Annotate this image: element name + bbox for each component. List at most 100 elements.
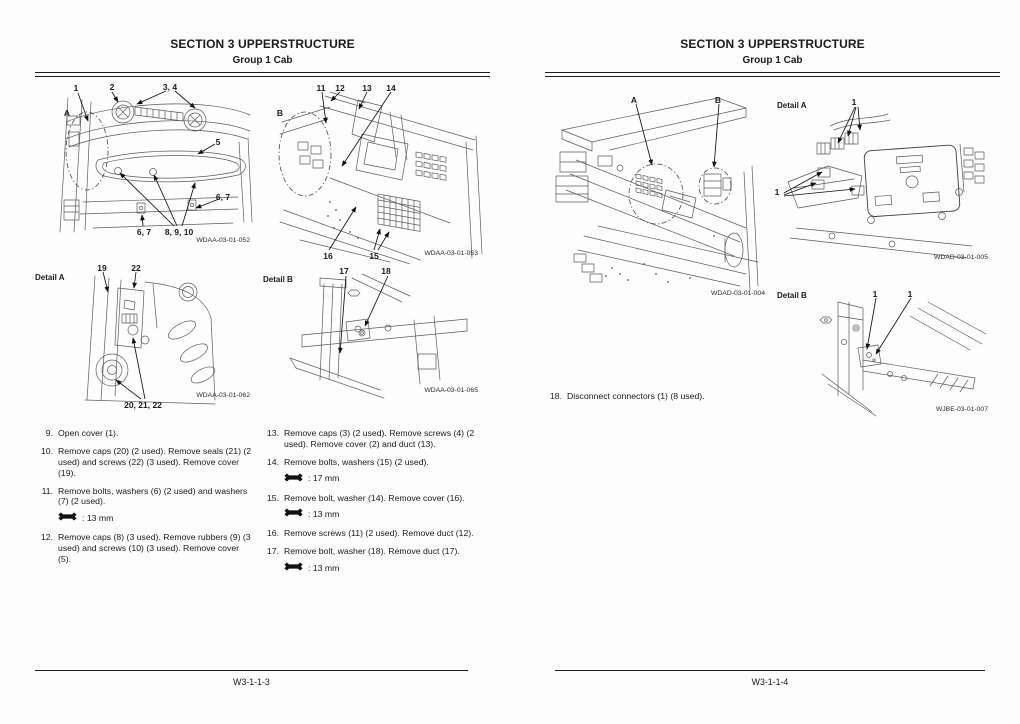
- wrench-note: : 13 mm: [284, 562, 486, 574]
- callout-1-a: 1: [872, 289, 878, 299]
- step-text: Disconnect connectors (1) (8 used).: [567, 391, 705, 401]
- figure-detail-a-left: Detail A 19 22 20, 21, 22 WDAA-03-01-062: [33, 258, 255, 410]
- step-text: Remove bolts, washers (15) (2 used).: [284, 456, 429, 467]
- wrench-note: : 13 mm: [284, 508, 486, 520]
- engine-deck-drawing: [555, 97, 759, 291]
- step-text: Remove screws (11) (2 used). Remove duct…: [284, 528, 474, 539]
- callout-1-b: 1: [907, 289, 913, 299]
- page-number-left: W3-1-1-3: [233, 677, 270, 687]
- page-left-header: SECTION 3 UPPERSTRUCTURE Group 1 Cab: [35, 37, 490, 77]
- callout-16: 16: [323, 251, 333, 261]
- callout-6-7-right: 6, 7: [215, 192, 231, 202]
- step-9: 9. Open cover (1).: [36, 428, 252, 439]
- step-text: Open cover (1).: [58, 428, 119, 438]
- page-number-right: W3-1-1-4: [751, 677, 789, 687]
- detail-a-drawing: [84, 271, 216, 405]
- callout-B: B: [714, 95, 722, 105]
- step-10: 10. Remove caps (20) (2 used). Remove se…: [36, 446, 252, 479]
- callout-2: 2: [109, 82, 115, 92]
- callout-1-left: 1: [774, 187, 780, 197]
- callout-A: A: [63, 108, 71, 118]
- callout-18: 18: [381, 266, 391, 276]
- wrench-size: : 13 mm: [82, 512, 114, 523]
- section-title: SECTION 3 UPPERSTRUCTURE: [170, 37, 355, 51]
- cab-rear-drawing: [59, 90, 253, 233]
- header-rule: [545, 72, 1000, 77]
- figure-detail-b-right: Detail B 1 1 WJBE-03-01-007: [770, 286, 995, 419]
- step-12: 12. Remove caps (8) (3 used). Remove rub…: [36, 532, 252, 565]
- callout-A: A: [630, 95, 638, 105]
- step-number: 12.: [40, 532, 53, 543]
- callout-B: B: [276, 108, 284, 118]
- step-number: 18.: [549, 391, 562, 401]
- wrench-size: : 13 mm: [308, 562, 340, 573]
- callout-3-4: 3, 4: [162, 82, 178, 92]
- wrench-icon: [284, 562, 303, 574]
- step-number: 13.: [266, 428, 279, 438]
- callout-11: 11: [316, 83, 326, 93]
- detail-label: Detail B: [263, 275, 293, 284]
- figure-code: WDAA-03-01-065: [424, 387, 478, 394]
- step-16: 16. Remove screws (11) (2 used). Remove …: [262, 528, 486, 539]
- wrench-size: : 17 mm: [308, 473, 340, 484]
- step-text: Remove caps (3) (2 used). Remove screws …: [284, 428, 475, 449]
- cab-floor-drawing: [278, 91, 483, 264]
- callout-19: 19: [97, 263, 107, 273]
- step-15: 15. Remove bolt, washer (14). Remove cov…: [262, 493, 486, 504]
- wrench-icon: [284, 473, 303, 485]
- section-title: SECTION 3 UPPERSTRUCTURE: [680, 37, 865, 51]
- step-number: 16.: [266, 528, 279, 539]
- detail-b-drawing: [289, 273, 468, 399]
- step-number: 17.: [266, 546, 279, 557]
- wrench-icon: [284, 508, 303, 520]
- figure-code: WDAA-03-01-053: [424, 250, 478, 257]
- figure-engine-deck: A B WDAD-03-01-004: [548, 86, 768, 300]
- callout-20-21-22: 20, 21, 22: [124, 400, 162, 410]
- callout-22: 22: [131, 263, 141, 273]
- step-14: 14. Remove bolts, washers (15) (2 used).: [262, 457, 486, 468]
- wrench-size: : 13 mm: [308, 508, 340, 519]
- connector-box-drawing: [783, 106, 985, 259]
- figure-code: WDAA-03-01-052: [196, 237, 250, 244]
- steps-column-2: 13. Remove caps (3) (2 used). Remove scr…: [262, 428, 486, 582]
- steps-column-1: 9. Open cover (1). 10. Remove caps (20) …: [36, 428, 252, 572]
- wrench-icon: [58, 512, 77, 524]
- callout-12: 12: [335, 83, 345, 93]
- step-18: 18. Disconnect connectors (1) (8 used).: [545, 391, 795, 402]
- step-text: Remove bolt, washer (18). Remove duct (1…: [284, 546, 460, 557]
- figure-cab-rear: 1 2 3, 4 A 5 6, 7 6, 7 8, 9, 10 WDAA-03-…: [38, 82, 263, 250]
- callout-8-9-10: 8, 9, 10: [164, 227, 194, 237]
- figure-code: WDAD-03-01-005: [933, 254, 988, 261]
- step-text: Remove bolts, washers (6) (2 used) and w…: [58, 485, 248, 507]
- callout-6-7-bottom: 6, 7: [136, 227, 152, 237]
- footer-rule-left: [35, 670, 468, 671]
- footer-rule-right: [555, 670, 985, 671]
- callout-13: 13: [362, 83, 372, 93]
- callout-5: 5: [215, 137, 221, 147]
- wrench-note: : 13 mm: [58, 512, 252, 524]
- figure-detail-b-left: Detail B 17 18 WDAA-03-01-065: [262, 262, 484, 400]
- frame-bracket-drawing: [819, 297, 987, 417]
- step-text: Remove caps (8) (3 used). Remove rubbers…: [58, 532, 251, 564]
- step-number: 11.: [41, 485, 53, 496]
- figure-code: WDAD-03-01-004: [710, 290, 765, 297]
- page-right-header: SECTION 3 UPPERSTRUCTURE Group 1 Cab: [545, 37, 1000, 77]
- callout-1: 1: [73, 83, 79, 93]
- callout-14: 14: [386, 83, 396, 93]
- step-text: Remove caps (20) (2 used). Remove seals …: [58, 445, 252, 478]
- group-subtitle: Group 1 Cab: [232, 55, 293, 66]
- step-13: 13. Remove caps (3) (2 used). Remove scr…: [262, 428, 486, 450]
- callout-17: 17: [339, 266, 349, 276]
- step-number: 15.: [266, 492, 279, 503]
- figure-cab-floor: 11 12 13 14 B 16 15 WDAA-03-01-053: [270, 82, 490, 264]
- group-subtitle: Group 1 Cab: [742, 55, 803, 66]
- callout-15: 15: [369, 251, 379, 261]
- detail-label: Detail B: [777, 291, 807, 300]
- step-number: 14.: [266, 456, 279, 467]
- step-number: 9.: [45, 428, 53, 438]
- step-11: 11. Remove bolts, washers (6) (2 used) a…: [36, 486, 252, 508]
- step-17: 17. Remove bolt, washer (18). Remove duc…: [262, 546, 486, 557]
- detail-label: Detail A: [777, 101, 807, 110]
- figure-code: WDAA-03-01-062: [196, 392, 250, 399]
- callout-1-top: 1: [851, 97, 857, 107]
